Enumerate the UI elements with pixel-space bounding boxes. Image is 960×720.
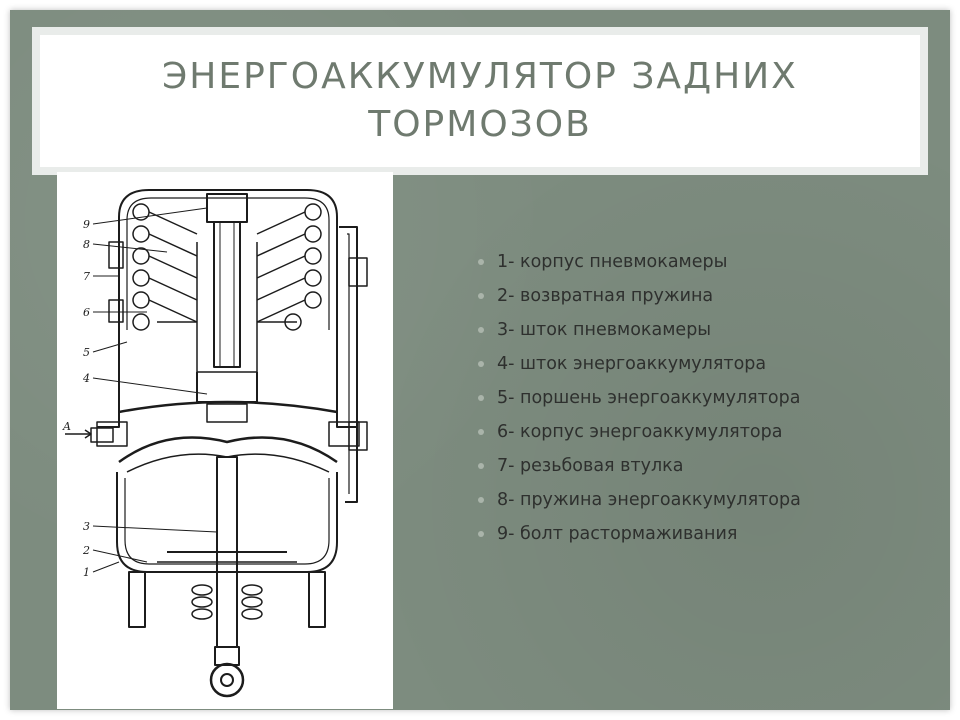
legend-item: 4- шток энергоаккумулятора — [478, 350, 801, 384]
bullet-icon — [478, 361, 484, 367]
spring-coils-right — [256, 203, 322, 331]
legend-item-text: 3- шток пневмокамеры — [497, 320, 712, 340]
brake-chamber-diagram: 9 8 7 6 5 4 A 3 2 1 — [57, 172, 393, 709]
middle-flange — [97, 332, 357, 428]
slide-title-line-2: ТОРМОЗОВ — [368, 104, 592, 145]
legend-item: 8- пружина энергоаккумулятора — [478, 486, 801, 520]
title-box: ЭНЕРГОАККУМУЛЯТОР ЗАДНИХ ТОРМОЗОВ — [32, 27, 928, 175]
legend-item: 6- корпус энергоаккумулятора — [478, 418, 801, 452]
legend-item-text: 4- шток энергоаккумулятора — [497, 354, 767, 374]
legend-item-text: 2- возвратная пружина — [497, 286, 714, 306]
bullet-icon — [478, 327, 484, 333]
spring-housing — [118, 189, 338, 332]
legend-item: 1- корпус пневмокамеры — [478, 248, 801, 282]
legend-item: 2- возвратная пружина — [478, 282, 801, 316]
bullet-icon — [478, 293, 484, 299]
diagram-label-6: 6 — [83, 306, 90, 319]
bullet-icon — [478, 429, 484, 435]
legend-item-text: 8- пружина энергоаккумулятора — [497, 490, 801, 510]
spring-coils-left — [132, 203, 198, 331]
bullet-icon — [478, 497, 484, 503]
diagram-label-7: 7 — [83, 270, 90, 283]
bullet-icon — [478, 259, 484, 265]
legend-item-text: 7- резьбовая втулка — [497, 456, 684, 476]
release-tube — [339, 226, 358, 503]
legend-item-text: 9- болт растормаживания — [497, 524, 738, 544]
legend-item: 9- болт растормаживания — [478, 520, 801, 554]
legend-item: 7- резьбовая втулка — [478, 452, 801, 486]
diagram-label-8: 8 — [83, 238, 90, 251]
legend-item-text: 1- корпус пневмокамеры — [497, 252, 728, 272]
brake-chamber-drawing: 9 8 7 6 5 4 A 3 2 1 — [62, 189, 368, 698]
lower-chamber — [116, 472, 338, 573]
bullet-icon — [478, 463, 484, 469]
diagram-label-4: 4 — [82, 372, 90, 385]
clevis-eye — [209, 662, 245, 698]
slide-title-line-1: ЭНЕРГОАККУМУЛЯТОР ЗАДНИХ — [162, 56, 798, 97]
legend-item-text: 5- поршень энергоаккумулятора — [497, 388, 801, 408]
legend-item: 5- поршень энергоаккумулятора — [478, 384, 801, 418]
diagram-label-a: A — [62, 420, 71, 433]
piston — [196, 372, 258, 403]
slide-title: ЭНЕРГОАККУМУЛЯТОР ЗАДНИХ ТОРМОЗОВ — [162, 53, 798, 149]
legend-item: 3- шток пневмокамеры — [478, 316, 801, 350]
diagram-label-5: 5 — [83, 346, 90, 359]
diagram-label-1: 1 — [83, 566, 90, 579]
diagram-label-2: 2 — [82, 544, 90, 557]
diaphragm — [118, 436, 338, 464]
bullet-icon — [478, 395, 484, 401]
diagram-label-9: 9 — [83, 218, 90, 231]
legend-item-text: 6- корпус энергоаккумулятора — [497, 422, 783, 442]
diagram-label-3: 3 — [83, 520, 90, 533]
parts-legend: 1- корпус пневмокамеры 2- возвратная пру… — [478, 248, 801, 554]
bullet-icon — [478, 531, 484, 537]
slide: ЭНЕРГОАККУМУЛЯТОР ЗАДНИХ ТОРМОЗОВ — [10, 10, 950, 710]
